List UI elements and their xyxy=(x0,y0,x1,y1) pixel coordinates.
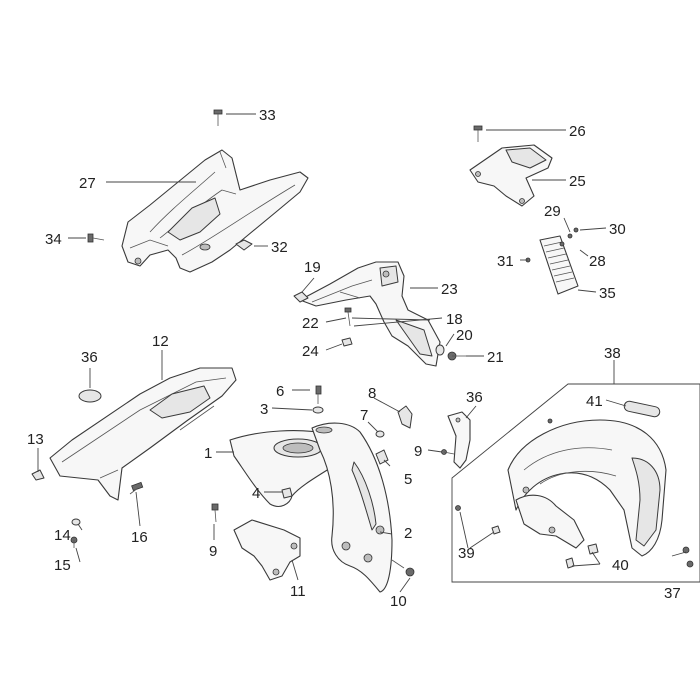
callout-11: 11 xyxy=(290,583,306,600)
part-22-screw xyxy=(344,307,352,327)
leader-lines xyxy=(37,113,687,593)
callout-32: 32 xyxy=(271,239,288,256)
callout-27: 27 xyxy=(79,175,96,192)
callout-36-bracket: 36 xyxy=(466,389,483,406)
callout-19: 19 xyxy=(304,259,321,276)
part-24-nut xyxy=(341,337,353,347)
callout-41: 41 xyxy=(586,393,603,410)
part-14-washer xyxy=(71,518,81,526)
callout-14: 14 xyxy=(54,527,71,544)
part-11-bracket xyxy=(233,519,301,581)
callout-35: 35 xyxy=(599,285,616,302)
callout-24: 24 xyxy=(302,343,319,360)
callout-26: 26 xyxy=(569,123,586,140)
part-16-screw xyxy=(129,481,144,495)
callout-36-cap: 36 xyxy=(81,349,98,366)
part-1-fender xyxy=(229,430,348,507)
callout-labels: 33 26 27 25 34 32 29 30 31 28 19 23 35 2… xyxy=(27,107,681,610)
part-2-mudguard xyxy=(311,422,393,593)
callout-29: 29 xyxy=(544,203,561,220)
part-7-grommet xyxy=(375,430,385,438)
part-19-clip xyxy=(293,291,309,303)
callout-39: 39 xyxy=(458,545,475,562)
part-27-rear-cover xyxy=(121,149,309,273)
part-38-group-frame xyxy=(451,383,700,583)
part-12-side-panel xyxy=(49,367,237,501)
callout-12: 12 xyxy=(152,333,169,350)
callout-34: 34 xyxy=(45,231,62,248)
part-9-screw-right xyxy=(441,449,455,455)
callout-21: 21 xyxy=(487,349,504,366)
callout-13: 13 xyxy=(27,431,44,448)
callout-33: 33 xyxy=(259,107,276,124)
part-6-screw xyxy=(315,385,322,404)
part-34-screw xyxy=(87,233,105,243)
callout-9-lower: 9 xyxy=(209,543,217,560)
part-41-seal xyxy=(623,400,661,418)
part-26-screw xyxy=(473,125,483,142)
part-21-screw xyxy=(447,351,466,361)
part-8-cap xyxy=(397,405,413,429)
callout-10: 10 xyxy=(390,593,407,610)
callout-25: 25 xyxy=(569,173,586,190)
part-40-clips xyxy=(565,543,599,569)
callout-30: 30 xyxy=(609,221,626,238)
callout-16: 16 xyxy=(131,529,148,546)
callout-6: 6 xyxy=(276,383,284,400)
part-18-bracket xyxy=(299,261,441,367)
part-9-screw-left xyxy=(211,503,219,523)
callout-31: 31 xyxy=(497,253,514,270)
callout-5: 5 xyxy=(404,471,412,488)
part-36-bracket xyxy=(447,411,471,469)
part-38-rear-mudguard xyxy=(507,418,667,557)
part-15-screw xyxy=(70,536,78,548)
part-33-screw xyxy=(213,109,223,126)
part-39-clips xyxy=(455,505,501,535)
callout-18: 18 xyxy=(446,311,463,328)
callout-40: 40 xyxy=(612,557,629,574)
callout-2: 2 xyxy=(404,525,412,542)
part-3-washer xyxy=(312,406,324,414)
callout-8: 8 xyxy=(368,385,376,402)
callout-23: 23 xyxy=(441,281,458,298)
part-13-clip xyxy=(31,469,45,481)
callout-22: 22 xyxy=(302,315,319,332)
callout-9-upper: 9 xyxy=(414,443,422,460)
part-35-grille xyxy=(525,227,579,295)
part-20-washer xyxy=(435,344,445,356)
part-4-nut xyxy=(281,487,293,499)
callout-4: 4 xyxy=(252,485,260,502)
part-37-screws xyxy=(682,546,694,568)
callout-28: 28 xyxy=(589,253,606,270)
callout-38: 38 xyxy=(604,345,621,362)
callout-1: 1 xyxy=(204,445,212,462)
part-10-bolt xyxy=(391,559,415,577)
callout-7: 7 xyxy=(360,407,368,424)
part-36-cap xyxy=(78,389,102,403)
callout-20: 20 xyxy=(456,327,473,344)
callout-15: 15 xyxy=(54,557,71,574)
callout-37: 37 xyxy=(664,585,681,602)
callout-3: 3 xyxy=(260,401,268,418)
part-32-clip xyxy=(235,239,253,251)
part-25-bracket xyxy=(469,144,553,207)
